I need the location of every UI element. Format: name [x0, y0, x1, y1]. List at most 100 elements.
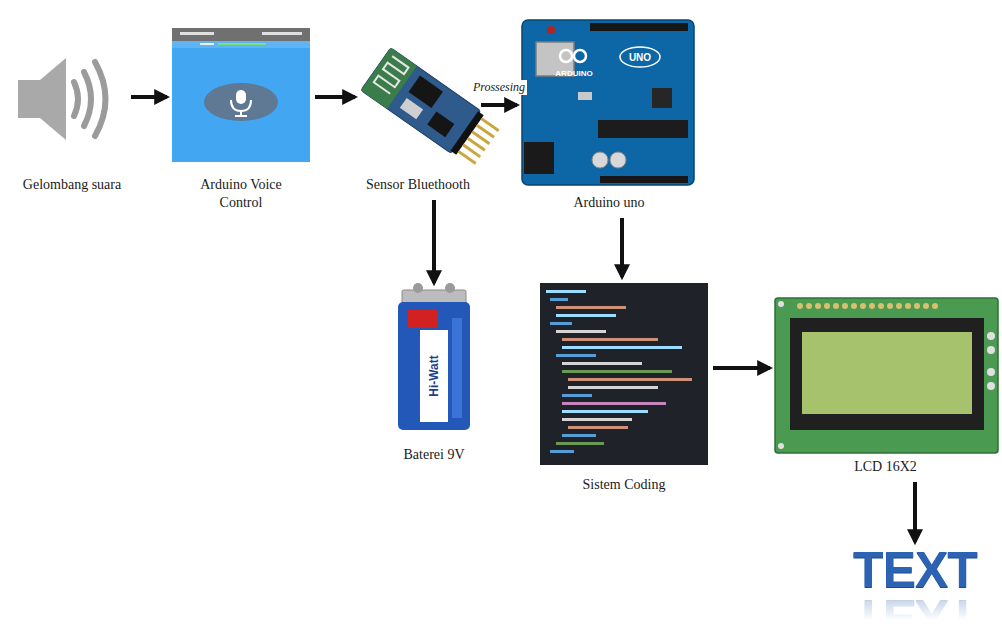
arduino-board-part [524, 142, 554, 174]
arduino-board-part [592, 152, 608, 168]
code-screen-part [550, 298, 568, 301]
code-screen-part [562, 362, 642, 365]
speaker-icon-part [74, 82, 78, 116]
lcd-node: LCD 16X2 [773, 296, 998, 479]
flow-arrow [913, 482, 917, 542]
lcd-module-part [778, 301, 784, 307]
app-screenshot-part [218, 43, 266, 45]
code-node: Sistem Coding [538, 280, 710, 497]
bluetooth-module [361, 48, 502, 169]
app-screenshot-part [172, 28, 310, 162]
code-screen-part [556, 314, 616, 317]
lcd-module-part [778, 443, 784, 449]
code-screen-part [562, 338, 658, 341]
board-brand: ARDUINO [555, 69, 592, 78]
app-screenshot-part [236, 90, 246, 104]
caption-label: Baterei 9V [403, 446, 464, 464]
speaker-icon [18, 58, 106, 140]
arduino-node: Arduino uno [520, 16, 698, 215]
battery-9v-part [398, 302, 470, 430]
output-text-node: TEXT [850, 545, 980, 597]
lcd-module-part [896, 303, 902, 309]
arduino-board-part [522, 20, 694, 185]
arduino-board-part [598, 120, 688, 138]
app-screenshot-part [172, 28, 310, 41]
battery-9v-part [445, 283, 455, 293]
code-screen-part [562, 370, 672, 373]
code-screen-part [562, 418, 632, 421]
lcd-module-part [905, 303, 911, 309]
code-screen-part [556, 354, 596, 357]
flow-arrow [481, 103, 517, 107]
lcd-module-part [878, 303, 884, 309]
app-screenshot-part [204, 83, 278, 121]
lcd-module-part [824, 303, 830, 309]
app-screenshot-part [235, 115, 247, 117]
lcd-module-part [851, 303, 857, 309]
code-screen-part [568, 378, 692, 381]
battery-9v-part [402, 290, 466, 304]
lcd-module-part [923, 303, 929, 309]
arduino-board [522, 20, 694, 185]
speaker-node: Gelombang suara [16, 58, 128, 197]
lcd-module-part [833, 303, 839, 309]
code-screen-part [562, 434, 596, 437]
lcd-module-part [797, 303, 803, 309]
arduino-board-part [610, 152, 626, 168]
lcd-module [775, 298, 998, 453]
battery-brand: Hi-Watt [427, 355, 441, 397]
app-screenshot [172, 28, 310, 162]
speaker-icon-part [84, 72, 91, 126]
code-screen-part [562, 346, 682, 349]
caption-label: Arduino Voice Control [185, 176, 297, 212]
lcd-module-part [775, 298, 998, 453]
bluetooth-module-part [400, 98, 423, 119]
arduino-board-part [578, 92, 592, 100]
bluetooth-module-part [427, 111, 454, 137]
bluetooth-module-part [374, 56, 409, 94]
board-model: UNO [629, 52, 651, 63]
arduino-board-part [620, 47, 660, 67]
lcd-module-part [987, 346, 995, 354]
app-screenshot-part [180, 32, 214, 35]
code-screen-part [556, 306, 626, 309]
battery-9v-part [420, 330, 448, 422]
code-screen [540, 283, 708, 465]
lcd-module-part [842, 303, 848, 309]
arduino-board-part [574, 50, 586, 62]
app-screenshot-part [262, 32, 302, 35]
code-screen-part [540, 283, 708, 465]
battery-9v-part [413, 283, 423, 293]
lcd-module-part [860, 303, 866, 309]
app-screenshot-part [200, 43, 214, 45]
battery-9v-part [408, 310, 438, 328]
code-screen-part [568, 386, 658, 389]
bluetooth-node: Sensor Bluethooth [358, 30, 478, 197]
code-screen-part [550, 450, 574, 453]
arduino-board-part [652, 88, 672, 108]
flow-arrow [315, 95, 355, 99]
flow-arrow [713, 366, 770, 370]
output-text: TEXT [853, 545, 977, 595]
battery-9v [398, 283, 470, 430]
lcd-module-part [987, 368, 995, 376]
code-screen-part [562, 394, 592, 397]
app-node: Arduino Voice Control [170, 26, 312, 215]
speaker-icon-part [95, 62, 106, 136]
caption-label: Sensor Bluethooth [366, 176, 470, 194]
caption-label: Sistem Coding [583, 476, 666, 494]
lcd-module-part [869, 303, 875, 309]
code-screen-part [562, 410, 648, 413]
flow-arrow [432, 200, 436, 283]
flow-arrow [620, 218, 624, 277]
speaker-icon-part [18, 80, 40, 118]
lcd-module-part [806, 303, 812, 309]
app-screenshot-part [231, 100, 251, 111]
caption-label: Arduino uno [573, 194, 644, 212]
caption-label: Gelombang suara [23, 176, 121, 194]
code-screen-part [546, 290, 586, 293]
arduino-board-part [590, 23, 688, 31]
flow-arrow [131, 95, 167, 99]
arduino-board-part [560, 50, 572, 62]
